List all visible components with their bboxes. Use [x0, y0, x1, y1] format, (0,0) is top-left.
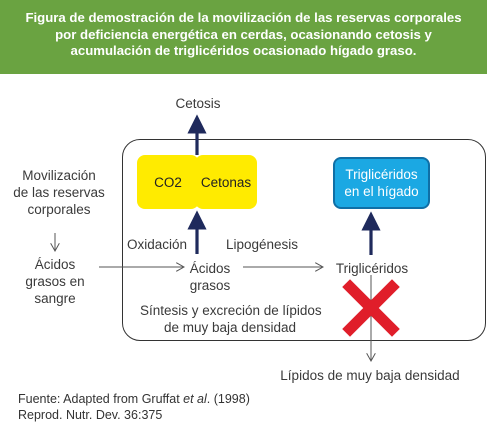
cetonas-box: Cetonas: [195, 155, 257, 209]
trigliceridos-higado-line-2: en el hígado: [344, 184, 419, 199]
sintesis-line-1: Síntesis y excreción de lípidos: [140, 303, 322, 318]
liver-metabolism-frame: [122, 139, 486, 341]
sintesis-line-2: de muy baja densidad: [163, 320, 297, 335]
source-line-2: Reprod. Nutr. Dev. 36:375: [18, 408, 163, 422]
title-line-3: acumulación de triglicéridos ocasionado …: [70, 43, 417, 58]
figure-title-banner: Figura de demostración de la movilizació…: [0, 0, 487, 74]
sintesis-label: Síntesis y excreción de lípidos de muy b…: [140, 302, 322, 336]
movilizacion-line-3: corporales: [27, 202, 91, 217]
co2-label: CO2: [154, 174, 182, 190]
movilizacion-line-1: Movilización: [22, 168, 96, 183]
source-italic: et al: [183, 392, 207, 406]
lipidos-label: Lípidos de muy baja densidad: [280, 368, 460, 383]
acidos-sangre-line-2: grasos en: [25, 274, 85, 289]
source-line-1: Fuente: Adapted from Gruffat et al. (199…: [18, 391, 250, 407]
acidos-grasos-line-2: grasos: [189, 278, 231, 293]
title-line-1: Figura de demostración de la movilizació…: [25, 10, 462, 25]
cetosis-label: Cetosis: [175, 96, 221, 111]
lipogenesis-label: Lipogénesis: [225, 237, 299, 252]
acidos-sangre-line-1: Ácidos: [34, 257, 76, 272]
acidos-grasos-line-1: Ácidos: [189, 261, 231, 276]
source-citation: Fuente: Adapted from Gruffat et al. (199…: [18, 391, 250, 423]
trigliceridos-higado-box: Triglicéridos en el hígado: [333, 157, 430, 209]
acidos-grasos-label: Ácidos grasos: [180, 260, 240, 294]
oxidacion-label: Oxidación: [126, 237, 188, 252]
movilizacion-line-2: de las reservas: [13, 185, 105, 200]
source-pre: Fuente: Adapted from Gruffat: [18, 392, 184, 406]
cetonas-label: Cetonas: [200, 174, 252, 190]
acidos-sangre-label: Ácidos grasos en sangre: [15, 256, 95, 307]
acidos-sangre-line-3: sangre: [34, 291, 76, 306]
movilizacion-label: Movilización de las reservas corporales: [4, 167, 114, 218]
trigliceridos-label: Triglicéridos: [335, 261, 409, 276]
trigliceridos-higado-line-1: Triglicéridos: [345, 167, 418, 182]
title-line-2: por deficiencia energética en cerdas, oc…: [55, 26, 432, 42]
source-post: . (1998): [206, 392, 250, 406]
co2-box: CO2: [137, 155, 199, 209]
